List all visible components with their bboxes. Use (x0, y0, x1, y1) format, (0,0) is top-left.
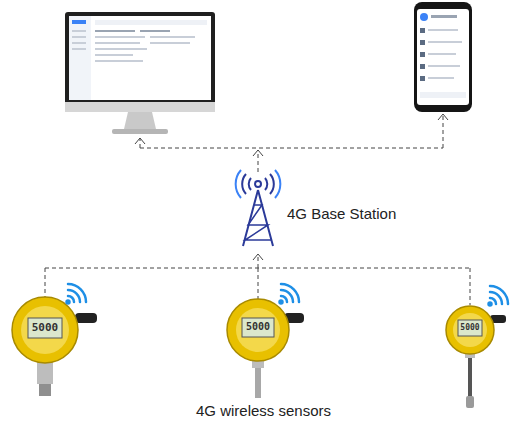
pressure-sensor (12, 297, 97, 396)
sensor-group: 4G wireless sensors (5, 268, 522, 428)
uplink-connector (253, 254, 263, 268)
smartphone (414, 2, 472, 112)
node-label: 4G Base Station (287, 205, 396, 222)
desktop-monitor (65, 12, 215, 134)
node-label: 4G wireless sensors (5, 402, 522, 419)
wifi-symbol (67, 284, 509, 306)
cell-tower (236, 170, 281, 246)
lcd-reading: 5000 (458, 322, 482, 334)
lcd-reading: 5000 (28, 320, 62, 335)
level-sensor (446, 306, 506, 408)
lcd-reading: 5000 (242, 320, 274, 334)
arrow-heads (135, 114, 448, 156)
temperature-sensor (227, 299, 304, 398)
base-station: 4G Base Station (215, 170, 365, 254)
network-lines (140, 114, 443, 172)
